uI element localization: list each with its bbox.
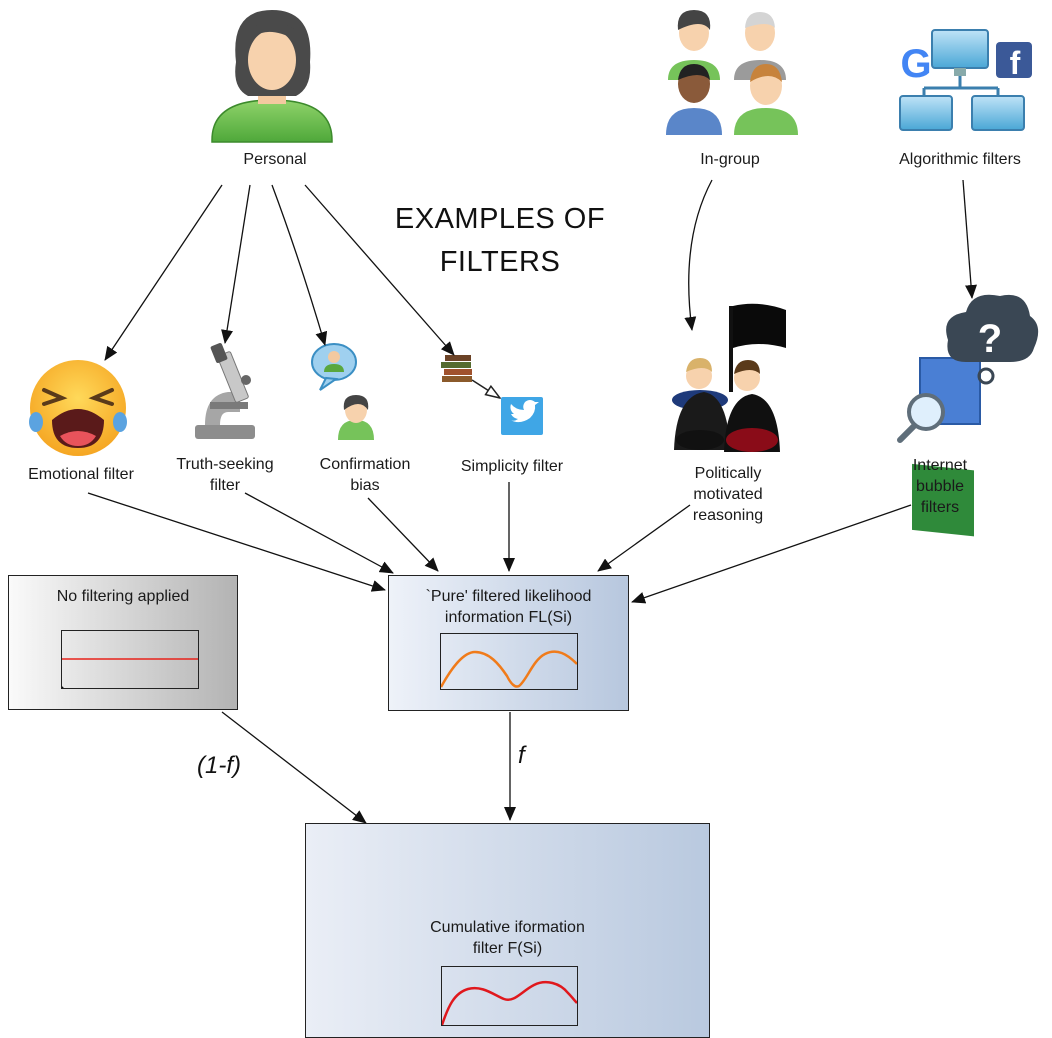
arrow-internet-pure [631,504,912,604]
connector-arrows [87,179,977,824]
personal-label: Personal [243,151,307,168]
speech-bubble-person-icon [311,343,374,440]
group-of-people-icon [666,10,798,135]
svg-text:?: ? [978,317,1002,361]
internet-bubble-label: Internet bubble filters [912,457,968,516]
arrow-nofilter-cumulative [221,711,367,824]
network-google-facebook-icon: G f [899,29,1032,131]
diagram-title: EXAMPLES OF FILTERS [394,203,606,278]
confirmation-bias-label: Confirmation bias [319,456,411,494]
arrow-emotional-pure [87,492,386,592]
arrow-personal-simplicity [304,184,455,356]
arrow-confirmation-pure [367,497,439,572]
simplicity-filter-label: Simplicity filter [460,458,564,475]
svg-text:f: f [1010,45,1021,81]
books-to-twitter-icon [441,355,543,435]
no-filtering-box: No filtering applied [8,575,238,710]
emotional-filter-label: Emotional filter [28,466,134,483]
f-label: f [518,742,525,769]
politicians-flag-icon [672,303,786,452]
arrow-ingroup-political [684,179,713,331]
microscope-icon [195,343,255,439]
arrow-algorithmic-internet [962,179,977,299]
pure-filtered-box: `Pure' filtered likelihood information F… [388,575,629,711]
pure-likelihood-curve [439,650,578,688]
cumulative-filter-curve [440,981,578,1026]
person-female-icon [211,10,333,143]
pure-filtered-title: `Pure' filtered likelihood information F… [425,588,592,626]
political-label: Politically motivated reasoning [692,465,764,524]
arrow-political-pure [597,504,691,572]
pure-curve-plot [439,633,578,690]
cumulative-curve-plot [440,966,578,1026]
arrow-truth-pure [244,492,394,574]
cumulative-filter-box: Cumulative iformation filter F(Si) [305,823,710,1038]
crying-emoji-icon [29,360,127,456]
plot-origin-dot [60,686,64,690]
cumulative-curve-svg [440,981,578,1026]
arrow-personal-confirmation [271,184,328,346]
arrow-personal-emotional [104,184,223,361]
in-group-label: In-group [700,151,760,168]
arrow-personal-truth [221,184,251,344]
truth-seeking-label: Truth-seeking filter [176,456,274,494]
pure-curve-svg [439,650,578,688]
one-minus-f-label: (1-f) [197,752,241,779]
cloud-question-book-icon: ? [897,294,1039,537]
no-filtering-title: No filtering applied [56,588,190,605]
svg-text:G: G [900,42,931,86]
algorithmic-label: Algorithmic filters [899,151,1021,168]
flat-line-svg [60,658,198,690]
cumulative-title: Cumulative iformation filter F(Si) [430,919,585,957]
flat-line-plot [60,630,199,690]
